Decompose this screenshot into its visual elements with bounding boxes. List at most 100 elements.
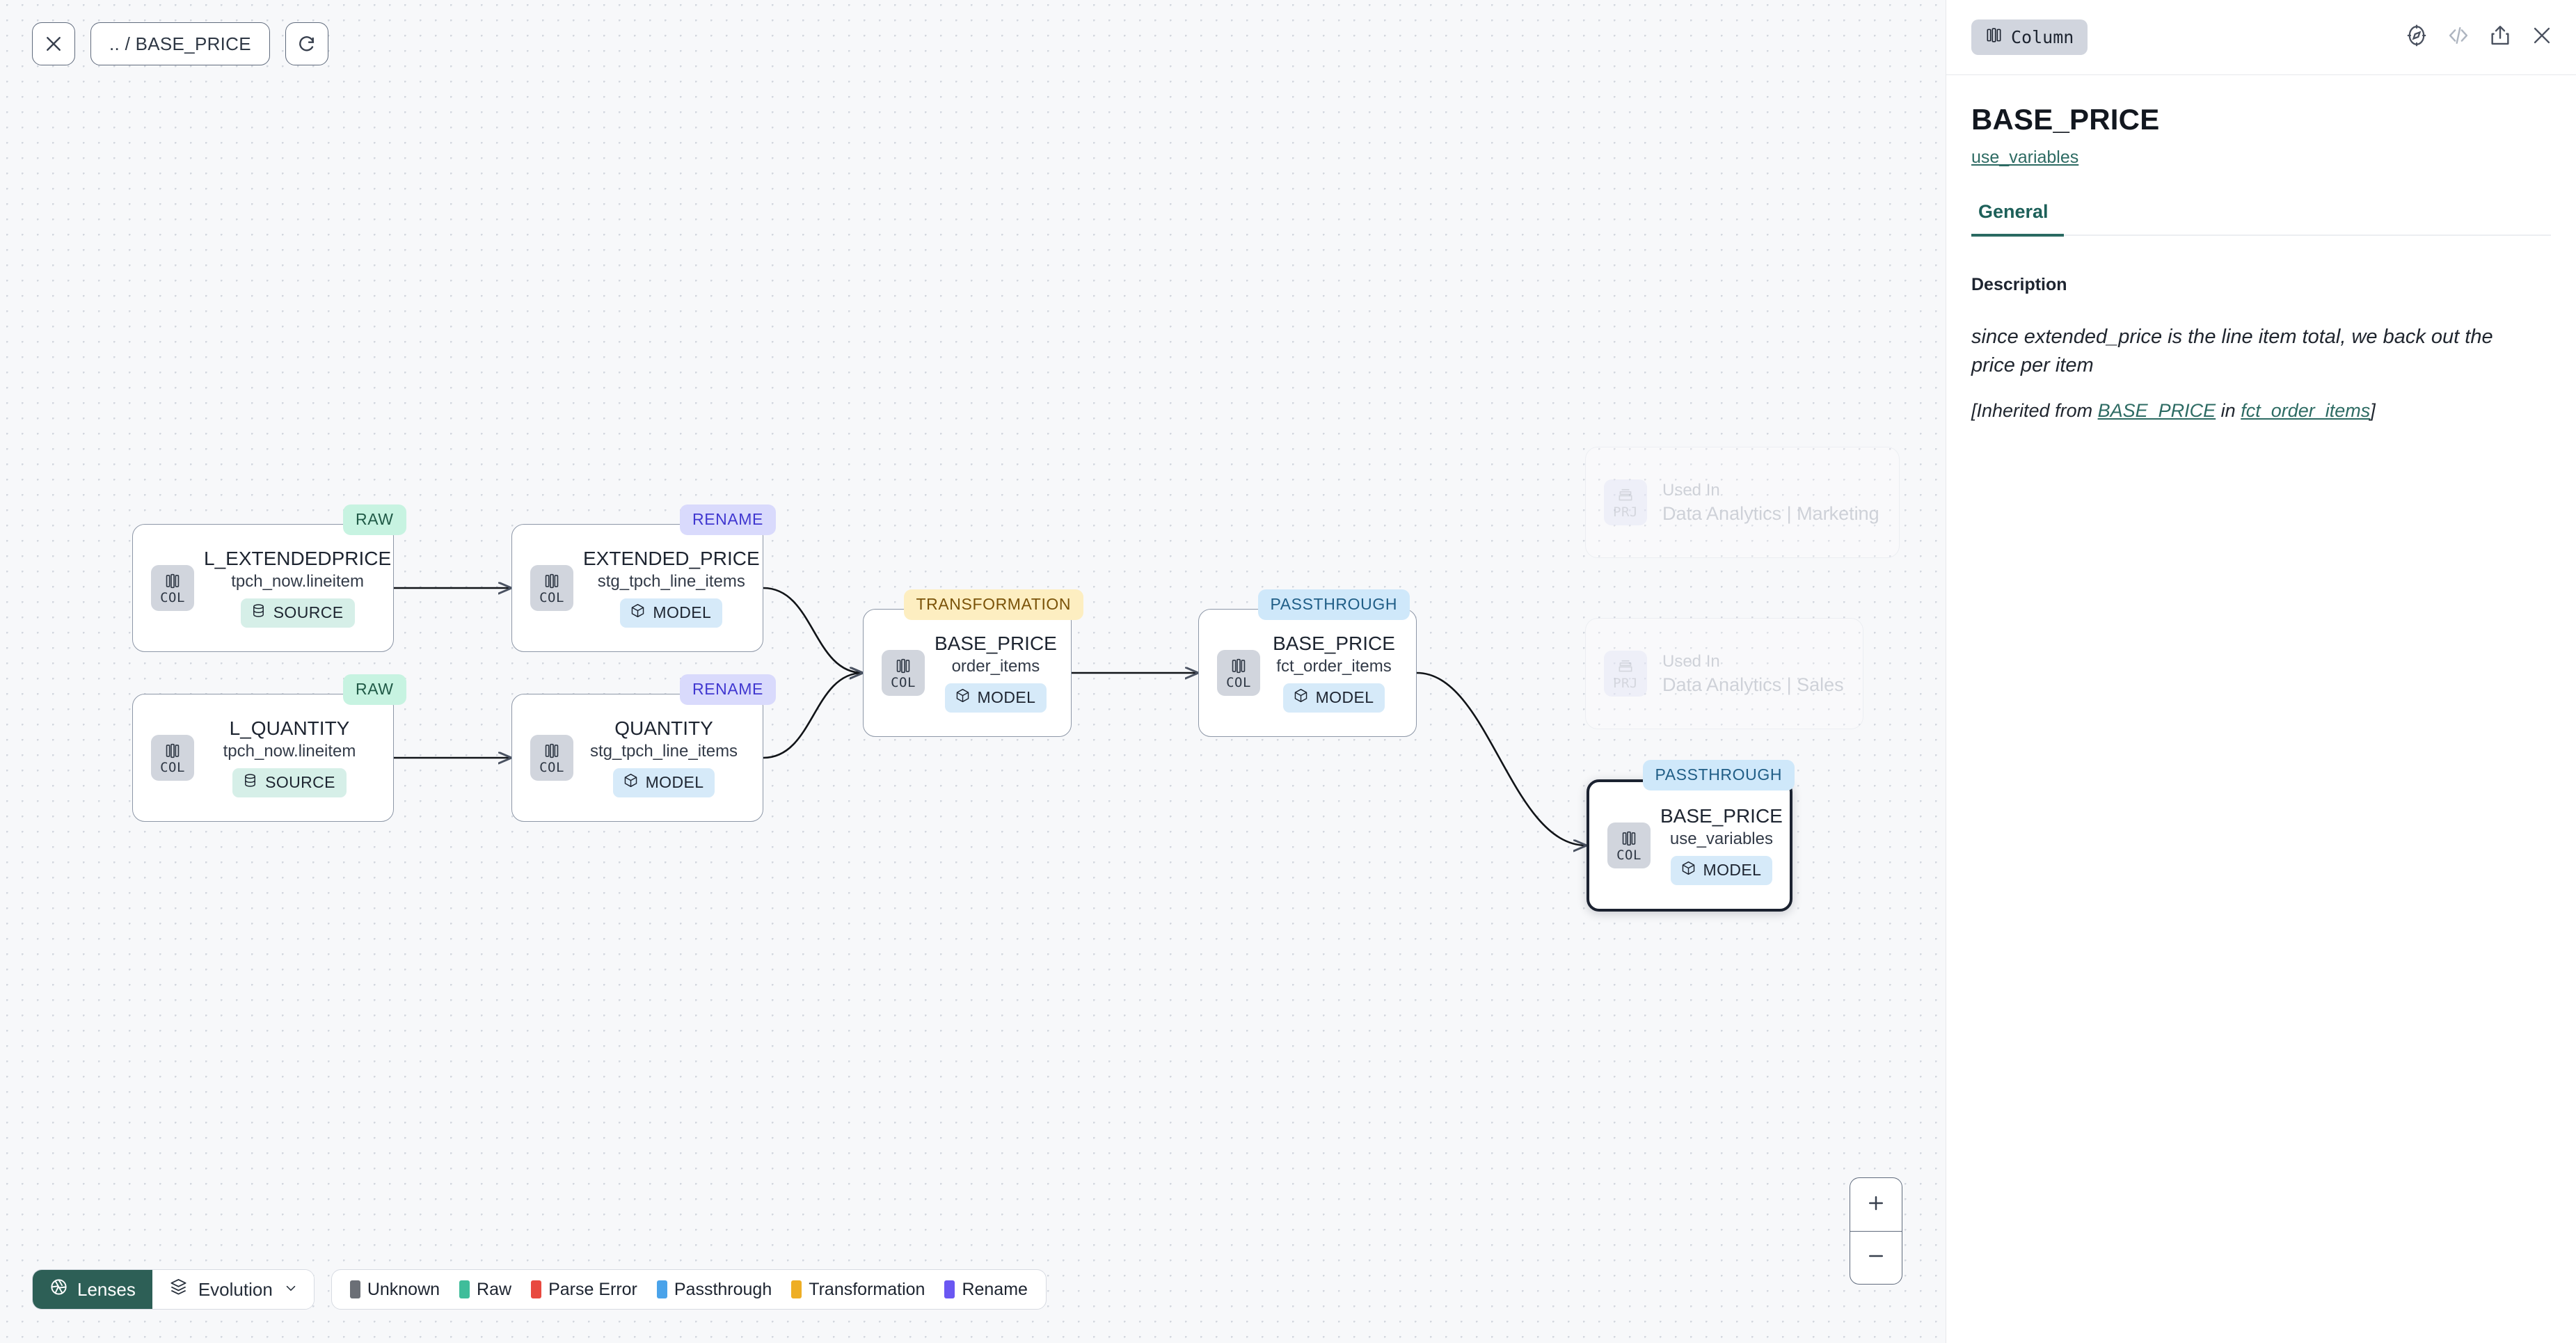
details-panel: Column [1946,0,2576,1343]
breadcrumb[interactable]: .. / BASE_PRICE [90,22,270,65]
column-icon: COL [1217,650,1260,696]
used-in-kicker: Used In [1662,480,1720,500]
bottom-toolbar: Lenses Evolution [32,1269,1047,1310]
parent-model-link[interactable]: use_variables [1971,148,2079,167]
description-label: Description [1971,275,2067,294]
node-subtitle: stg_tpch_line_items [597,572,745,591]
legend-label: Rename [962,1279,1028,1299]
inherited-suffix: ] [2370,400,2376,422]
column-icon-label: COL [891,674,916,690]
layers-icon [169,1278,188,1301]
node-status-badge: RENAME [680,504,777,535]
node-title: BASE_PRICE [935,632,1057,654]
node-kind-tag: MODEL [612,768,715,798]
node-status-badge: TRANSFORMATION [903,589,1084,620]
legend-item[interactable]: Parse Error [531,1280,637,1300]
zoom-in-button[interactable] [1850,1178,1902,1231]
node-kind-label: SOURCE [265,773,335,792]
cube-icon [623,772,639,793]
inherited-prefix: [Inherited from [1971,400,2098,422]
zoom-out-button[interactable] [1850,1231,1902,1284]
description-text: since extended_price is the line item to… [1971,326,2493,377]
node-subtitle: tpch_now.lineitem [223,742,356,761]
column-icon: COL [882,650,925,696]
column-icon-label: COL [539,589,564,605]
used-in-value: Data Analytics | Sales [1662,674,1844,695]
code-icon[interactable] [2447,24,2470,51]
cube-icon [955,688,971,708]
node-kind-label: MODEL [645,773,704,792]
node-title: EXTENDED_PRICE [583,547,760,569]
project-icon: PRJ [1604,651,1647,697]
legend-swatch [459,1280,470,1298]
node-kind-tag: SOURCE [240,598,355,628]
node-status-badge: RAW [343,674,406,705]
legend-swatch [531,1280,542,1298]
tab-general[interactable]: General [1971,201,2064,237]
legend-item[interactable]: Raw [459,1280,511,1300]
close-icon[interactable] [2530,24,2554,51]
plus-icon [1866,1193,1886,1217]
node-title: QUANTITY [614,717,713,739]
inherited-note: [Inherited from BASE_PRICE in fct_order_… [1971,398,2551,424]
entity-type-label: Column [2011,27,2074,47]
details-panel-body: BASE_PRICE use_variables General Descrip… [1946,75,2576,424]
legend-item[interactable]: Unknown [349,1279,440,1300]
column-icon: COL [1607,823,1651,868]
node-kind-label: MODEL [977,688,1036,707]
share-icon[interactable] [2488,24,2512,51]
column-icon-label: COL [539,759,564,775]
node-kind-tag: MODEL [1282,683,1385,713]
legend-item[interactable]: Rename [944,1280,1028,1300]
node-status-badge: PASSTHROUGH [1642,760,1795,790]
node-kind-tag: MODEL [620,598,723,628]
node-kind-tag: MODEL [944,683,1047,713]
node-status-badge: RAW [343,504,406,535]
refresh-icon [296,33,317,54]
lenses-control-group: Lenses Evolution [32,1269,315,1310]
column-icon-label: COL [160,759,185,775]
node-title: L_EXTENDEDPRICE [204,547,392,569]
page-title: BASE_PRICE [1971,103,2160,136]
details-panel-header: Column [1946,0,2576,75]
aperture-icon [49,1278,68,1301]
close-graph-button[interactable] [32,22,75,65]
node-status-badge: PASSTHROUGH [1257,589,1410,620]
legend-item[interactable]: Transformation [791,1280,925,1300]
inherited-column-link[interactable]: BASE_PRICE [2097,400,2216,422]
refresh-button[interactable] [285,22,328,65]
status-legend: Unknown Raw Parse Error Passthrough Transfor… [331,1269,1047,1310]
compass-icon[interactable] [2405,24,2428,51]
legend-swatch [944,1280,955,1298]
column-icon-label: COL [160,589,185,605]
legend-label: Unknown [367,1279,440,1299]
lenses-button[interactable]: Lenses [33,1270,152,1309]
inherited-model-link[interactable]: fct_order_items [2241,400,2371,422]
node-subtitle: tpch_now.lineitem [231,572,364,591]
node-title: BASE_PRICE [1273,632,1395,654]
legend-item[interactable]: Passthrough [656,1279,772,1300]
project-icon-label: PRJ [1613,504,1638,520]
column-icon-label: COL [1226,674,1251,690]
legend-label: Passthrough [674,1279,772,1299]
zoom-controls [1850,1177,1902,1285]
cube-icon [1293,688,1309,708]
database-icon [242,772,258,793]
legend-swatch [656,1280,667,1298]
inherited-mid: in [2216,400,2241,422]
used-in-value: Data Analytics | Marketing [1662,502,1879,524]
node-subtitle: stg_tpch_line_items [589,742,738,761]
column-icon: COL [151,735,194,781]
evolution-dropdown[interactable]: Evolution [152,1270,314,1309]
